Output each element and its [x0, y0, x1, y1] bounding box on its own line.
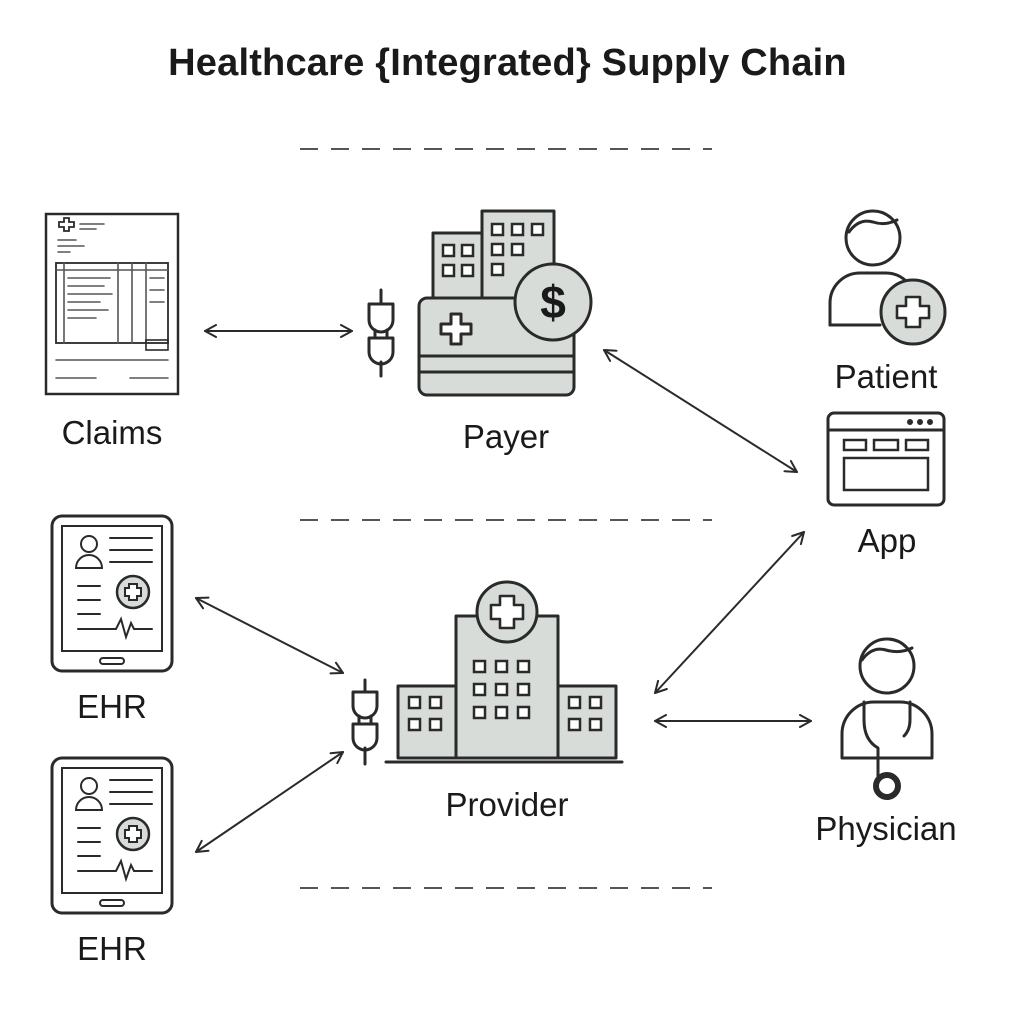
payer-label: Payer	[462, 418, 550, 455]
diagram-title: Healthcare {Integrated} Supply Chain	[168, 42, 847, 84]
provider-hospital-icon	[384, 580, 624, 764]
physician-label: Physician	[815, 810, 957, 847]
payer-building-card-icon: $	[417, 209, 593, 397]
ehr-tablet-icon	[50, 514, 174, 673]
claims-document-icon	[44, 212, 180, 396]
ehr-tablet-icon	[50, 756, 174, 915]
connection-arrows	[195, 324, 812, 853]
plug-icon	[351, 678, 379, 766]
patient-label: Patient	[834, 358, 938, 395]
claims-label: Claims	[61, 414, 163, 451]
arrow-provider-app	[654, 531, 805, 694]
arrow-ehr-top-provider	[195, 596, 344, 675]
arrow-ehr-bottom-provider	[195, 751, 344, 853]
app-window-icon	[826, 411, 946, 507]
provider-label: Provider	[445, 786, 569, 823]
arrow-payer-app	[603, 349, 798, 473]
patient-icon	[828, 209, 947, 346]
svg-text:$: $	[540, 276, 566, 328]
app-label: App	[857, 522, 917, 559]
plug-icon	[367, 288, 395, 378]
physician-icon	[840, 637, 934, 800]
ehr-top-label: EHR	[77, 688, 147, 725]
ehr-bottom-label: EHR	[77, 930, 147, 967]
